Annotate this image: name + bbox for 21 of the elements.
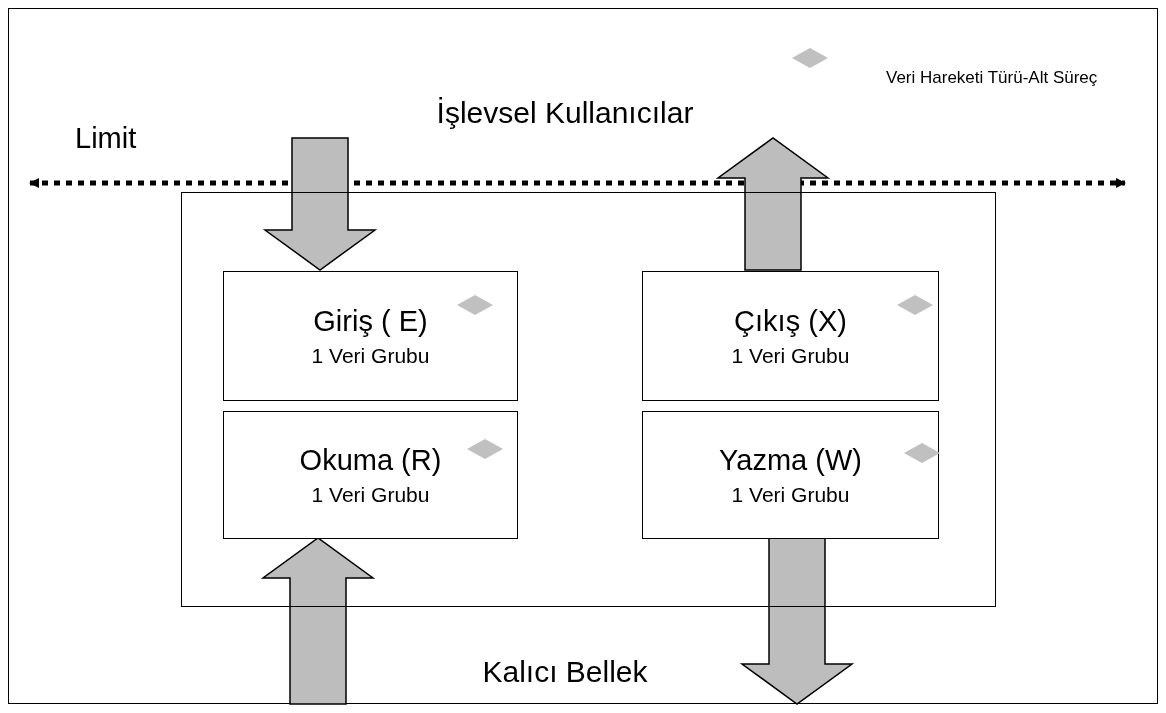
box-subtitle: 1 Veri Grubu (731, 343, 850, 368)
legend-text: Veri Hareketi Türü-Alt Süreç (886, 67, 1099, 89)
block-arrow (739, 537, 855, 705)
box-subtitle: 1 Veri Grubu (731, 482, 850, 507)
process-box (223, 271, 518, 401)
box-title: İşlevsel Kullanıcılar (436, 96, 694, 130)
process-box (642, 411, 939, 539)
block-arrow (260, 537, 376, 705)
box-title: Giriş ( E) (313, 304, 428, 338)
block-arrow (715, 137, 831, 271)
boundary-box (181, 192, 996, 607)
process-box (223, 411, 518, 539)
box-title: Çıkış (X) (734, 304, 847, 338)
box-title: Kalıcı Bellek (482, 655, 648, 689)
box-subtitle: 1 Veri Grubu (311, 482, 430, 507)
block-arrow (262, 137, 378, 271)
box-subtitle: 1 Veri Grubu (311, 343, 430, 368)
process-box (642, 271, 939, 401)
box-title: Okuma (R) (299, 443, 442, 477)
boundary-label: Limit (75, 122, 137, 155)
box-title: Yazma (W) (719, 443, 862, 477)
